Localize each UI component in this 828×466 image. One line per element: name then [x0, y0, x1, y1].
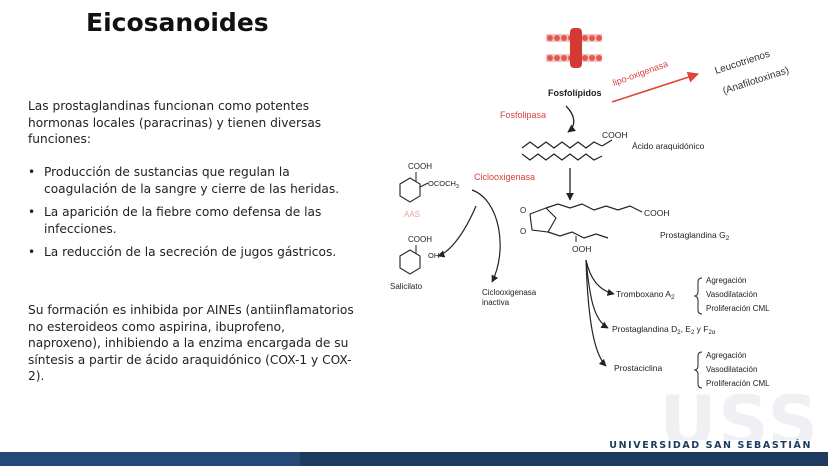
- bullet-text: Producción de sustancias que regulan la …: [44, 165, 340, 196]
- acido-araquidonico-label: Ácido araquidónico: [632, 141, 705, 151]
- tromboxano-label: Tromboxano A2: [616, 289, 675, 301]
- slide-title: Eicosanoides: [86, 8, 269, 37]
- list-item: • Producción de sustancias que regulan la…: [28, 164, 358, 197]
- ococh3-label: OCOCH3: [428, 179, 459, 190]
- pgg2-cooh-label: COOH: [644, 208, 670, 218]
- salicilato-label: Salicilato: [390, 282, 423, 291]
- bullet-text: La aparición de la fiebre como defensa d…: [44, 205, 322, 236]
- fosfolipidos-label: Fosfolípidos: [548, 88, 602, 98]
- bullet-glyph: •: [28, 205, 36, 219]
- prostaglandinas-label: Prostaglandina D2, E2 y F2α: [612, 324, 716, 336]
- fosfolipasa-label: Fosfolipasa: [500, 110, 546, 120]
- cox-inactiva-label-1: Ciclooxigenasa: [482, 288, 537, 297]
- aas-cooh-label: COOH: [408, 162, 432, 171]
- effect-1-aggregation: Agregación: [706, 276, 746, 285]
- effect-1-vasodilation: Vasodilatación: [706, 290, 757, 299]
- pgg2-ring-o-bottom: O: [520, 227, 526, 236]
- cox-inactiva-label-2: inactiva: [482, 298, 510, 307]
- list-item: • La reducción de la secreción de jugos g…: [28, 244, 358, 261]
- ciclooxigenasa-label: Ciclooxigenasa: [474, 172, 535, 182]
- effect-2-proliferation: Proliferación CML: [706, 379, 770, 388]
- bullet-glyph: •: [28, 165, 36, 179]
- effect-2-vasodilation: Vasodilatación: [706, 365, 757, 374]
- lipooxigenasa-label: lipo-oxigenasa: [611, 59, 669, 88]
- membrane-icon: [546, 28, 602, 68]
- bullet-text: La reducción de la secreción de jugos gá…: [44, 245, 337, 259]
- list-item: • La aparición de la fiebre como defensa …: [28, 204, 358, 237]
- bullet-glyph: •: [28, 245, 36, 259]
- intro-paragraph: Las prostaglandinas funcionan como poten…: [28, 99, 322, 146]
- pgg2-label: Prostaglandina G2: [660, 230, 730, 242]
- aas-label: AAS: [404, 210, 420, 219]
- university-name: UNIVERSIDAD SAN SEBASTIÁN: [603, 440, 812, 451]
- ooh-label: OOH: [572, 244, 591, 254]
- effect-2-aggregation: Agregación: [706, 351, 746, 360]
- cooh-label: COOH: [602, 130, 628, 140]
- footer-accent-bar: [0, 452, 300, 466]
- functions-list: • Producción de sustancias que regulan la…: [28, 164, 358, 268]
- outro-paragraph: Su formación es inhibida por AINEs (anti…: [28, 303, 354, 383]
- salicilato-cooh-label: COOH: [408, 235, 432, 244]
- pgg2-ring-o-top: O: [520, 206, 526, 215]
- prostaciclina-label: Prostaciclina: [614, 363, 662, 373]
- oh-label: OH: [428, 251, 439, 260]
- effect-1-proliferation: Proliferación CML: [706, 304, 770, 313]
- eicosanoid-pathway-diagram: Fosfolípidos lipo-oxigenasa Leucotrienos…: [390, 28, 790, 389]
